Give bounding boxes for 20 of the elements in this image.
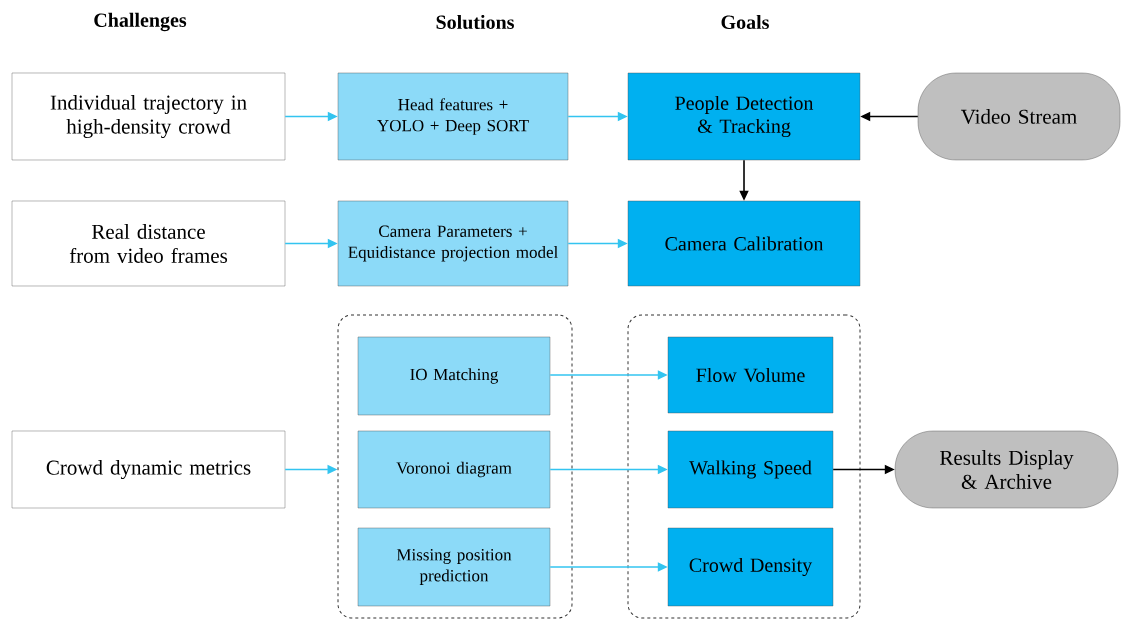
goal-box: Flow Volume bbox=[667, 336, 834, 414]
terminal-box: Results Display & Archive bbox=[894, 430, 1119, 509]
challenge-box: Crowd dynamic metrics bbox=[11, 430, 286, 509]
goal-box: Crowd Density bbox=[667, 527, 834, 607]
dashed-group bbox=[337, 314, 573, 619]
column-heading: Goals bbox=[721, 14, 769, 29]
challenge-box: Individual trajectory in high-density crowd bbox=[11, 72, 286, 161]
solution-box: Missing position prediction bbox=[357, 527, 551, 607]
column-heading: Challenges bbox=[94, 12, 187, 32]
solution-box: Camera Parameters + Equidistance projection model bbox=[337, 200, 569, 287]
solution-box: IO Matching bbox=[357, 336, 551, 416]
goal-box: Walking Speed bbox=[667, 430, 834, 509]
column-heading: Solutions bbox=[436, 14, 514, 30]
goal-box: Camera Calibration bbox=[627, 200, 861, 287]
dashed-group bbox=[627, 314, 861, 619]
solution-box: Head features + YOLO + Deep SORT bbox=[337, 72, 569, 161]
solution-box: Voronoi diagram bbox=[357, 430, 551, 509]
terminal-box: Video Stream bbox=[917, 72, 1121, 161]
challenge-box: Real distance from video frames bbox=[11, 200, 286, 287]
goal-box: People Detection & Tracking bbox=[627, 72, 861, 161]
